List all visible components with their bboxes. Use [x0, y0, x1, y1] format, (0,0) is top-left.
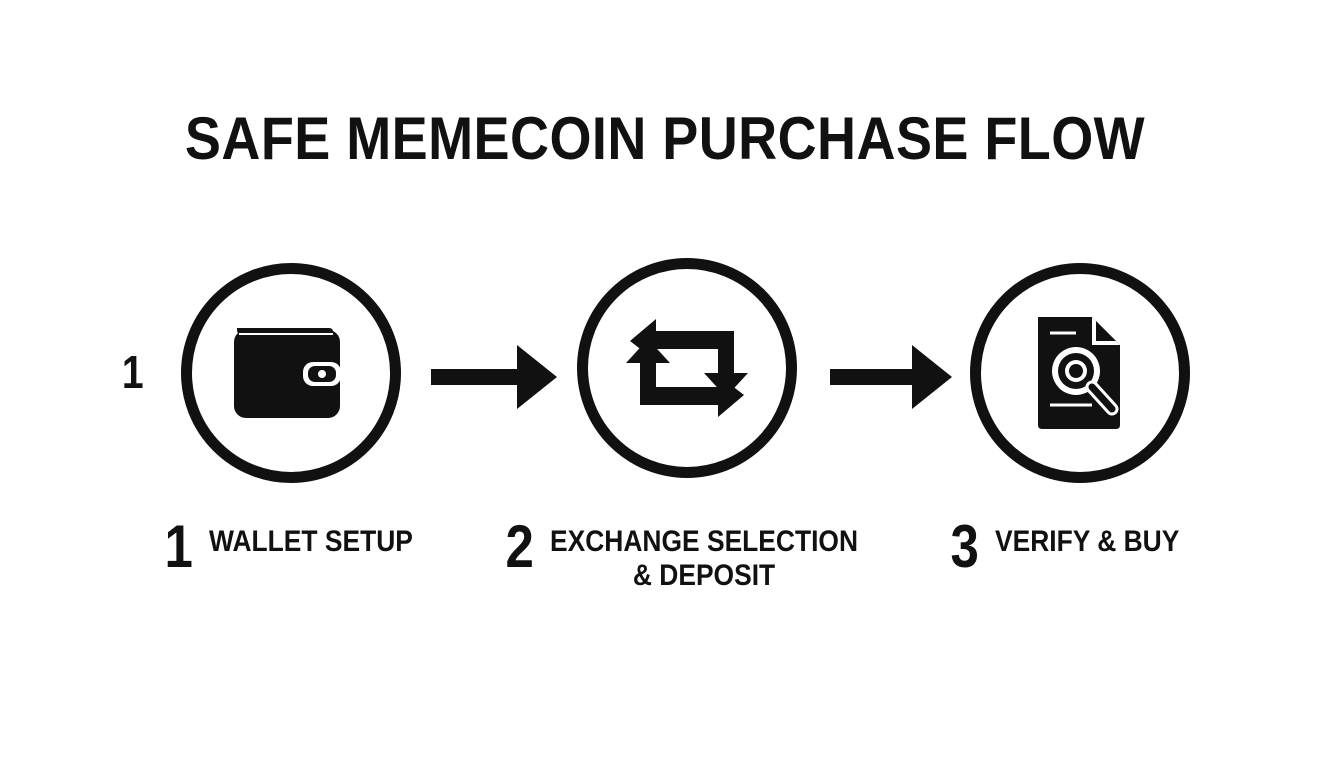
step-2-text: EXCHANGE SELECTION & DEPOSIT — [550, 517, 858, 593]
step-3-circle — [970, 263, 1190, 483]
wallet-icon — [234, 328, 341, 418]
page-title: SAFE MEMECOIN PURCHASE FLOW — [184, 105, 1146, 172]
exchange-arrows-icon — [626, 319, 748, 417]
step-3-number: 3 — [950, 513, 979, 580]
step-1-label: 1 WALLET SETUP — [162, 517, 441, 577]
step-1-number: 1 — [164, 513, 193, 580]
step-2-text-line-1: EXCHANGE SELECTION — [550, 525, 859, 558]
step-1-text: WALLET SETUP — [209, 517, 413, 559]
flow-arrow-2 — [830, 345, 952, 409]
side-step-number: 1 — [121, 346, 144, 398]
step-1-text-line: WALLET SETUP — [209, 525, 414, 558]
step-2-text-line-2: & DEPOSIT — [633, 559, 776, 592]
step-3-label: 3 VERIFY & BUY — [948, 517, 1205, 577]
document-search-icon — [1038, 317, 1120, 429]
step-1-circle — [181, 263, 401, 483]
step-3-text-line: VERIFY & BUY — [995, 525, 1180, 558]
step-2-label: 2 EXCHANGE SELECTION & DEPOSIT — [503, 517, 900, 593]
step-2-number: 2 — [505, 513, 534, 580]
step-3-text: VERIFY & BUY — [995, 517, 1179, 559]
flow-arrow-1 — [431, 345, 557, 409]
step-2-circle — [577, 258, 797, 478]
